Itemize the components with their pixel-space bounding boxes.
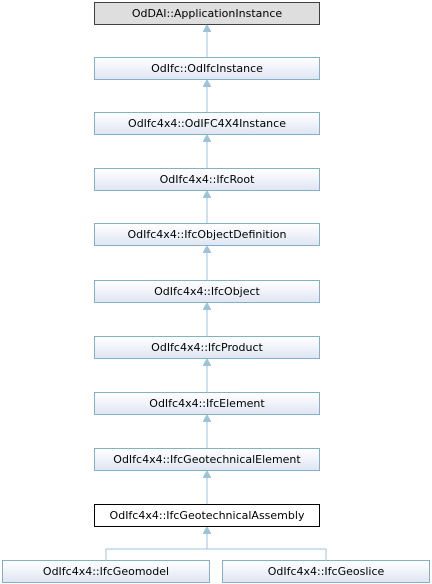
class-node-ifcgeoslice[interactable]: OdIfc4x4::IfcGeoslice: [222, 560, 430, 583]
class-node-oddai-applicationinstance: OdDAI::ApplicationInstance: [94, 2, 320, 25]
class-node-odifc4x4-odifc4x4instance[interactable]: OdIfc4x4::OdIFC4X4Instance: [94, 112, 320, 135]
inheritance-edge: [105, 548, 207, 560]
class-node-ifcobjectdefinition[interactable]: OdIfc4x4::IfcObjectDefinition: [94, 223, 320, 246]
class-node-ifcproduct[interactable]: OdIfc4x4::IfcProduct: [94, 336, 320, 359]
class-node-ifcgeotechnicalelement[interactable]: OdIfc4x4::IfcGeotechnicalElement: [94, 448, 320, 471]
class-node-ifcobject[interactable]: OdIfc4x4::IfcObject: [94, 280, 320, 303]
class-node-ifcelement[interactable]: OdIfc4x4::IfcElement: [94, 392, 320, 415]
class-node-ifcroot[interactable]: OdIfc4x4::IfcRoot: [94, 168, 320, 191]
class-node-odifc-odifcinstance[interactable]: OdIfc::OdIfcInstance: [94, 57, 320, 80]
class-node-ifcgeomodel[interactable]: OdIfc4x4::IfcGeomodel: [2, 560, 210, 583]
class-node-ifcgeotechnicalassembly: OdIfc4x4::IfcGeotechnicalAssembly: [94, 504, 320, 527]
inheritance-edge: [207, 548, 327, 560]
